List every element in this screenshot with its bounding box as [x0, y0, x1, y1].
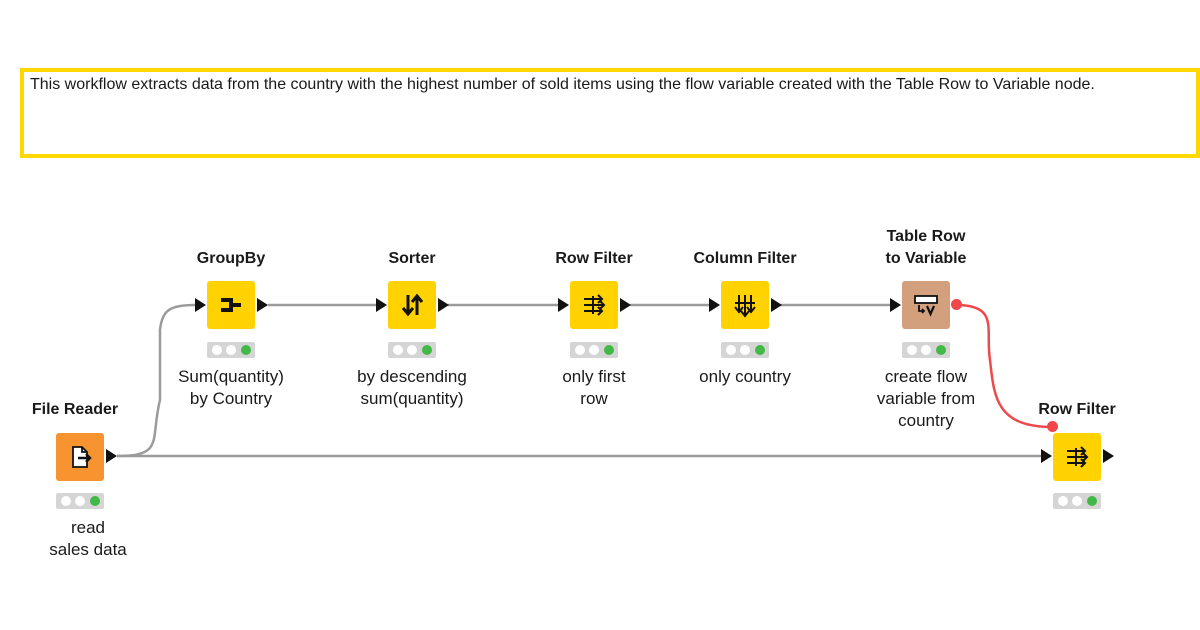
status-light-green	[935, 345, 946, 355]
status-light	[407, 345, 417, 355]
row-filter-icon[interactable]	[1053, 433, 1101, 481]
node-status	[388, 342, 436, 358]
status-light	[589, 345, 599, 355]
column-filter-icon[interactable]	[721, 281, 769, 329]
node-label[interactable]: read sales data	[49, 518, 127, 559]
node-status	[570, 342, 618, 358]
status-light	[725, 345, 736, 355]
node-title: Table Row to Variable	[885, 228, 967, 267]
output-port[interactable]	[438, 298, 449, 312]
status-light	[906, 345, 917, 355]
connection-filereader-groupby[interactable]	[116, 303, 196, 458]
status-light-green	[89, 496, 100, 506]
input-port[interactable]	[376, 298, 387, 312]
sorter-icon[interactable]	[388, 281, 436, 329]
status-light	[211, 345, 222, 355]
node-status	[721, 342, 769, 358]
node-status	[1053, 493, 1101, 509]
status-light	[740, 345, 750, 355]
status-light	[1072, 496, 1082, 506]
output-port[interactable]	[257, 298, 268, 312]
status-light	[1057, 496, 1068, 506]
input-port[interactable]	[195, 298, 206, 312]
variable-output-port[interactable]	[951, 299, 962, 310]
node-title: GroupBy	[196, 250, 266, 267]
input-port[interactable]	[709, 298, 720, 312]
node-status	[902, 342, 950, 358]
status-light	[60, 496, 71, 506]
node-title: Row Filter	[555, 250, 633, 267]
node-title: Row Filter	[1038, 401, 1116, 418]
workflow-annotation[interactable]: This workflow extracts data from the cou…	[20, 68, 1200, 158]
node-label[interactable]: only first row	[562, 367, 626, 408]
row-filter-icon[interactable]	[570, 281, 618, 329]
status-light-green	[603, 345, 614, 355]
output-port[interactable]	[106, 449, 117, 463]
status-light	[392, 345, 403, 355]
output-port[interactable]	[1103, 449, 1114, 463]
status-light-green	[421, 345, 432, 355]
node-status	[207, 342, 255, 358]
input-port[interactable]	[1041, 449, 1052, 463]
status-light	[226, 345, 236, 355]
output-port[interactable]	[771, 298, 782, 312]
node-label[interactable]: by descending sum(quantity)	[357, 367, 467, 408]
file-reader-icon[interactable]	[56, 433, 104, 481]
status-light-green	[754, 345, 765, 355]
status-light	[574, 345, 585, 355]
input-port[interactable]	[890, 298, 901, 312]
node-label[interactable]: only country	[699, 367, 791, 386]
status-light-green	[240, 345, 251, 355]
node-title: Column Filter	[693, 250, 797, 267]
node-status	[56, 493, 104, 509]
node-title: Sorter	[388, 250, 436, 267]
input-port[interactable]	[558, 298, 569, 312]
node-label[interactable]: create flow variable from country	[876, 367, 976, 430]
status-light	[921, 345, 931, 355]
status-light	[75, 496, 85, 506]
node-label[interactable]: Sum(quantity) by Country	[178, 367, 284, 408]
table-row-to-variable-icon[interactable]	[902, 281, 950, 329]
groupby-icon[interactable]	[207, 281, 255, 329]
variable-input-port[interactable]	[1047, 421, 1058, 432]
status-light-green	[1086, 496, 1097, 506]
annotation-text: This workflow extracts data from the cou…	[30, 76, 1095, 93]
connection-variable-tablerow-rowfilter2[interactable]	[955, 303, 1053, 429]
node-title: File Reader	[31, 401, 119, 418]
output-port[interactable]	[620, 298, 631, 312]
